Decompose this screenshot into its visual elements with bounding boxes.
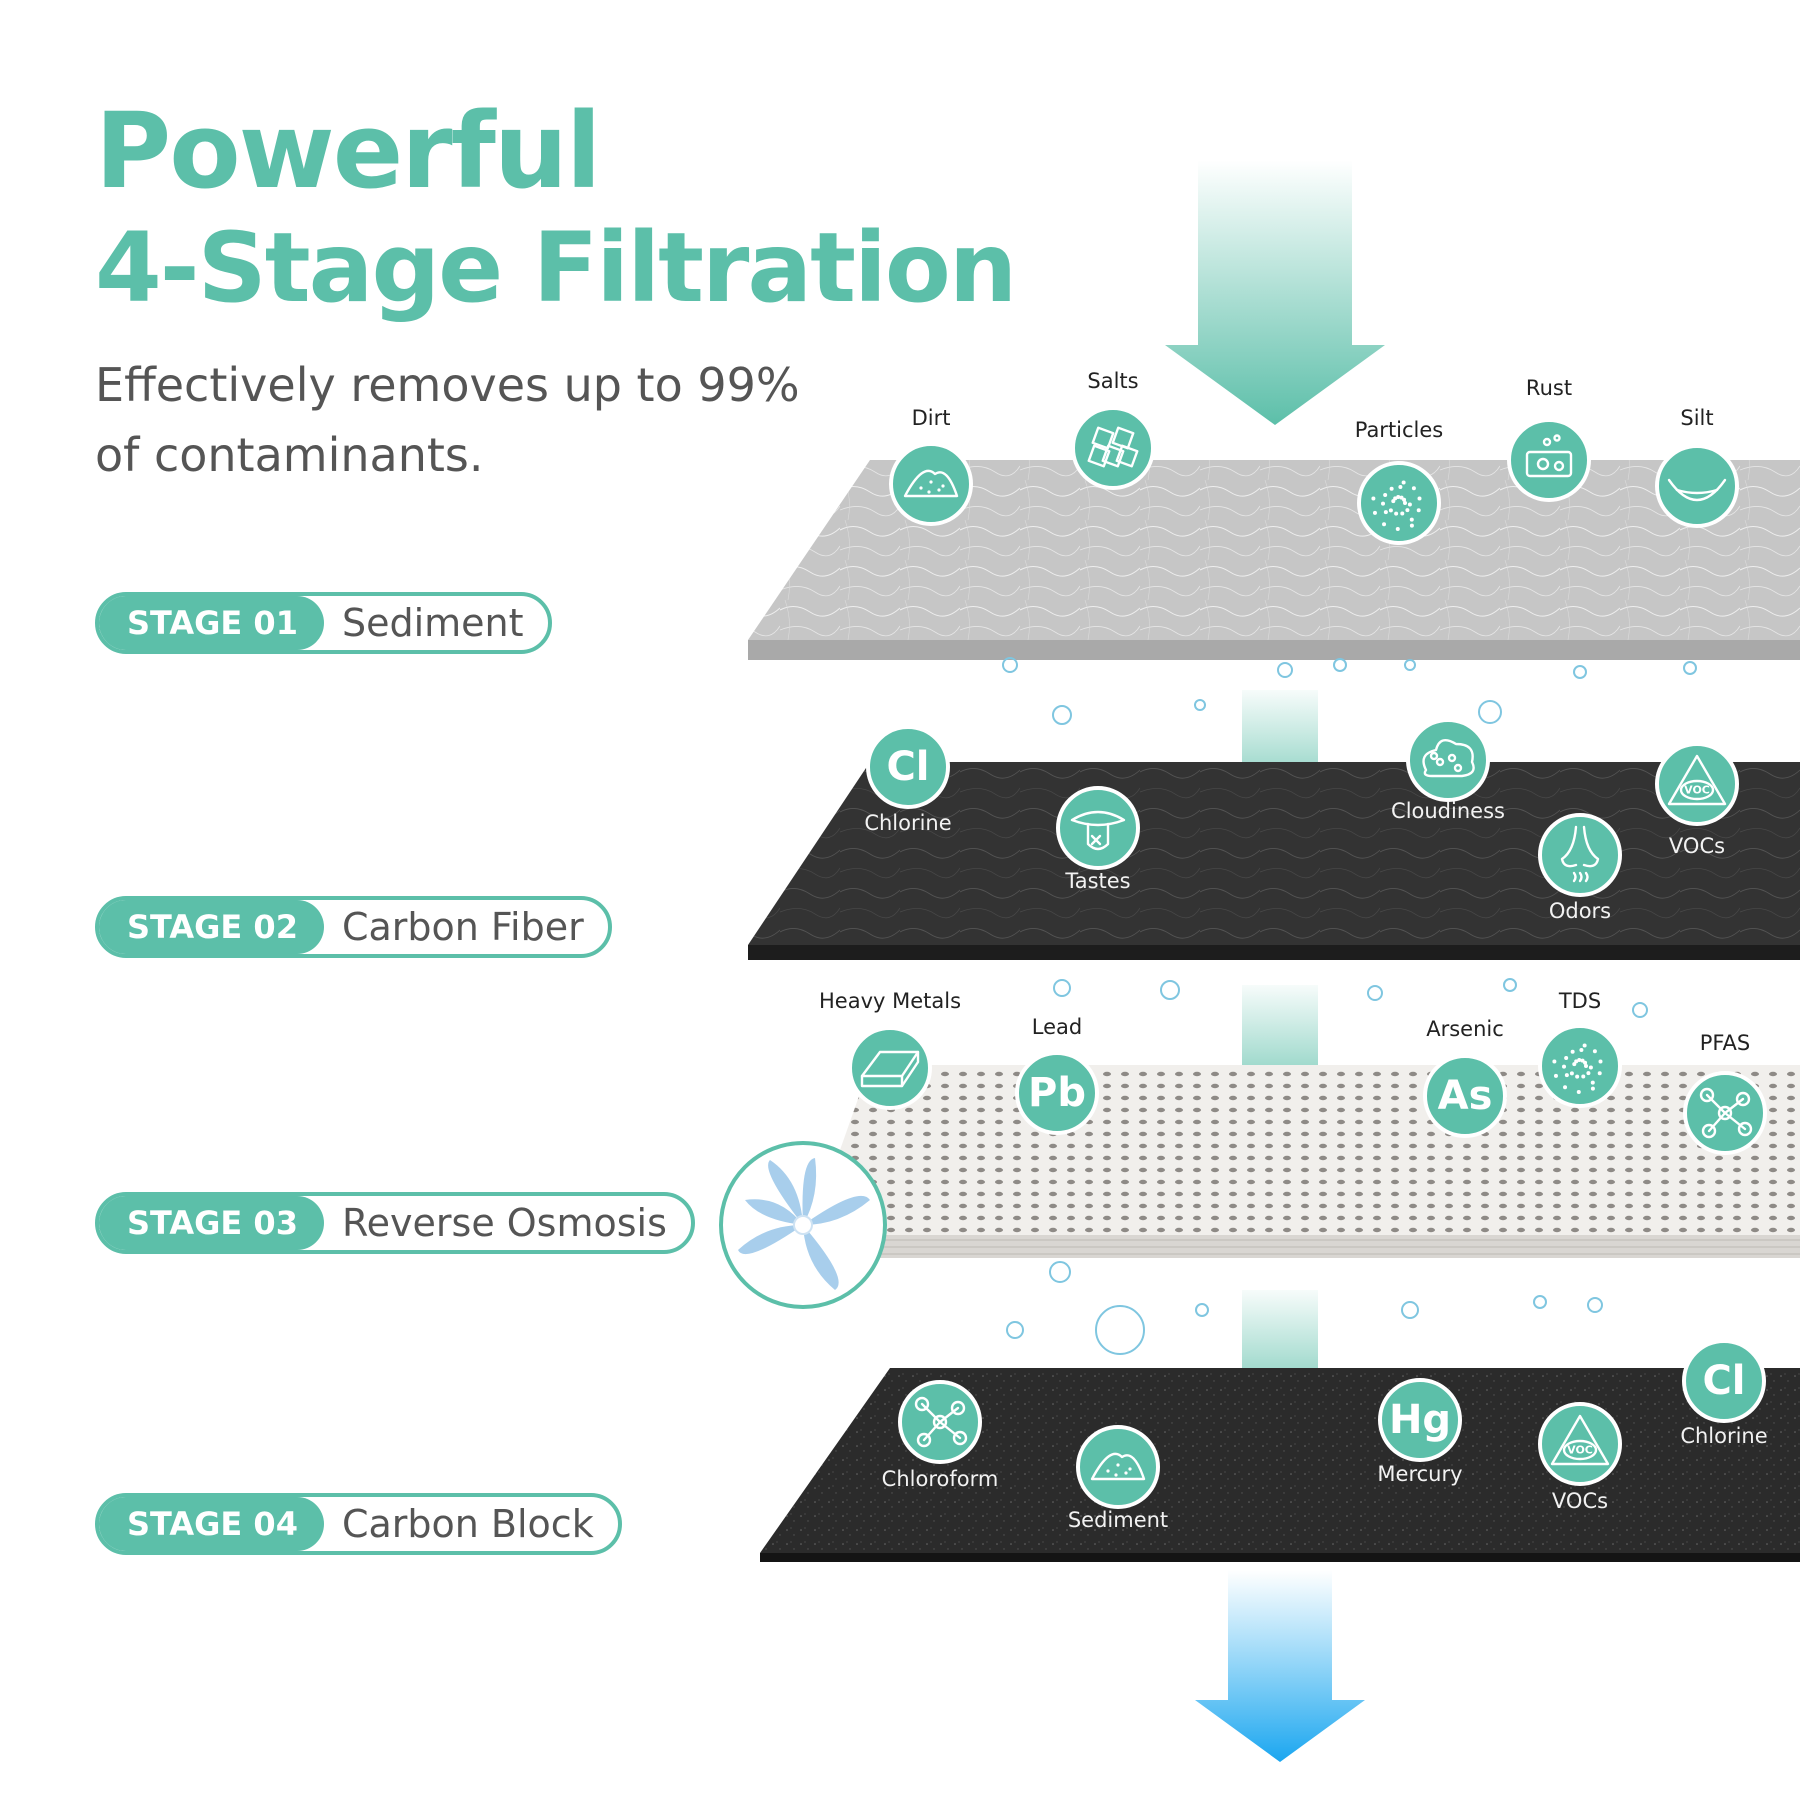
rust-bubbles-icon (1507, 418, 1591, 502)
nose-icon (1538, 813, 1622, 897)
carbon-block-layer (760, 1368, 1800, 1562)
stage-04-pill: STAGE 04 Carbon Block (95, 1493, 622, 1555)
stage-03-pill: STAGE 03 Reverse Osmosis (95, 1192, 695, 1254)
inflow-arrow (1165, 160, 1385, 425)
contaminant-label: Cloudiness (1391, 799, 1505, 823)
stage-03-number: STAGE 03 (99, 1196, 324, 1250)
cloud-icon (1406, 718, 1490, 802)
contaminant-badge: TDS (1538, 989, 1622, 1108)
contaminant-label: Chlorine (1680, 1424, 1767, 1448)
dirt-pile-icon (889, 442, 973, 526)
carbon-fiber-layer (748, 762, 1800, 960)
stage-01-pill: STAGE 01 Sediment (95, 592, 552, 654)
stage-04-number: STAGE 04 (99, 1497, 324, 1551)
contaminant-badge: PFAS (1683, 1031, 1767, 1155)
page-subtitle: Effectively removes up to 99% of contami… (95, 350, 855, 490)
arsenic-icon (1423, 1054, 1507, 1138)
membrane-swirl-badge (719, 1141, 887, 1309)
contaminant-badge: Silt (1655, 406, 1739, 528)
sediment-layer (748, 460, 1800, 660)
contaminant-label: Particles (1355, 418, 1444, 442)
contaminant-label: Mercury (1377, 1462, 1462, 1486)
mercury-icon-symbol: Hg (1389, 1397, 1451, 1443)
page-title-line1: Powerful (95, 90, 602, 212)
page-title-line2: 4-Stage Filtration (95, 212, 1017, 324)
contaminant-badge: Sediment (1068, 1425, 1168, 1532)
contaminant-badge: Chloroform (882, 1380, 999, 1491)
contaminant-label: PFAS (1700, 1031, 1751, 1055)
lead-icon (1015, 1051, 1099, 1135)
contaminant-label: VOCs (1669, 834, 1725, 858)
contaminant-badge: Odors (1538, 813, 1622, 923)
stage-04-name: Carbon Block (341, 1502, 594, 1546)
contaminant-label: Chlorine (864, 811, 951, 835)
contaminant-label: Rust (1526, 376, 1572, 400)
chlorine-icon-symbol: Cl (1702, 1358, 1745, 1404)
subtitle-line2: of contaminants. (95, 428, 484, 482)
metal-bars-icon (848, 1026, 932, 1110)
contaminant-label: TDS (1558, 989, 1601, 1013)
tds-dots-icon (1538, 1024, 1622, 1108)
stage-01-number: STAGE 01 (99, 596, 324, 650)
contaminant-label: Lead (1032, 1015, 1082, 1039)
contaminant-label: VOCs (1552, 1489, 1608, 1513)
mercury-icon (1378, 1378, 1462, 1462)
contaminant-badge: Salts (1071, 369, 1155, 490)
contaminant-badge: Tastes (1056, 786, 1140, 893)
stage-02-pill: STAGE 02 Carbon Fiber (95, 896, 612, 958)
contaminant-label: Dirt (912, 406, 951, 430)
contaminant-badge: Pb Lead (1015, 1015, 1099, 1135)
stage-02-number: STAGE 02 (99, 900, 324, 954)
stage-03-name: Reverse Osmosis (341, 1201, 667, 1245)
contaminant-label: Chloroform (882, 1467, 999, 1491)
lead-icon-symbol: Pb (1028, 1070, 1086, 1116)
chlorine-icon (866, 725, 950, 809)
svg-text:VOC: VOC (1684, 784, 1710, 797)
contaminant-label: Tastes (1064, 869, 1130, 893)
particles-dots-icon (1357, 461, 1441, 545)
silt-bowl-icon (1655, 444, 1739, 528)
contaminant-label: Salts (1087, 369, 1138, 393)
svg-text:VOC: VOC (1567, 1444, 1593, 1457)
reverse-osmosis-layer (810, 1065, 1800, 1258)
contaminant-label: Arsenic (1426, 1017, 1504, 1041)
arsenic-icon-symbol: As (1438, 1073, 1493, 1119)
chlorine-icon (1682, 1339, 1766, 1423)
contaminant-badge: Particles (1355, 418, 1444, 545)
contaminant-label: Silt (1680, 406, 1713, 430)
contaminant-badge: Dirt (889, 406, 973, 526)
contaminant-badge: VOC VOCs (1655, 742, 1739, 858)
contaminant-badge: As Arsenic (1423, 1017, 1507, 1138)
outflow-arrow (1195, 1570, 1365, 1762)
contaminant-badge: Heavy Metals (819, 989, 961, 1110)
contaminant-badge: VOC VOCs (1538, 1402, 1622, 1513)
stage-02-name: Carbon Fiber (341, 905, 584, 949)
dirt-pile-icon (1076, 1425, 1160, 1509)
contaminant-label: Sediment (1068, 1508, 1168, 1532)
stage-01-name: Sediment (341, 601, 524, 645)
contaminant-badge: Cloudiness (1391, 718, 1505, 823)
contaminant-badge: Rust (1507, 376, 1591, 502)
water-drops (1002, 657, 1697, 1355)
contaminant-label: Heavy Metals (819, 989, 961, 1013)
contaminant-label: Odors (1549, 899, 1611, 923)
subtitle-line1: Effectively removes up to 99% (95, 358, 800, 412)
chlorine-icon-symbol: Cl (886, 744, 929, 790)
tongue-icon (1056, 786, 1140, 870)
